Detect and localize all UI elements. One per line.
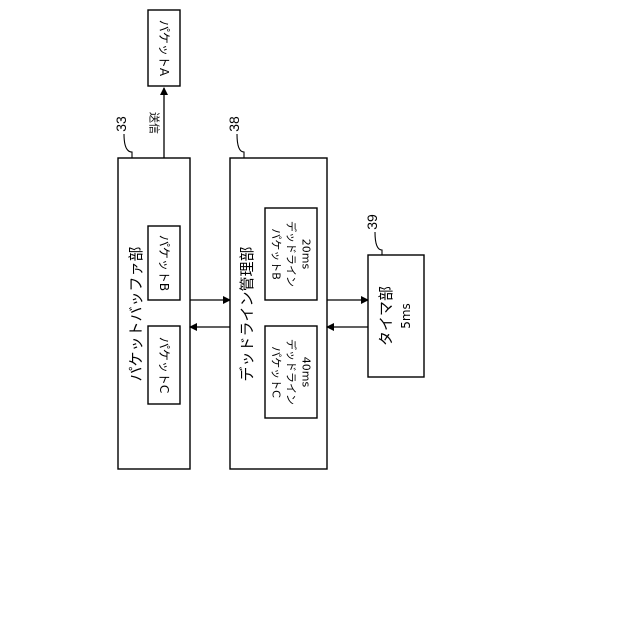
deadline-entry-b-value: 20ms	[300, 239, 313, 270]
ref-39-leader	[375, 232, 382, 255]
deadline-entry-b-caption: デッドライン	[285, 221, 299, 287]
send-label: 送信	[148, 112, 162, 134]
packet-a-label: パケットA	[157, 20, 171, 77]
ref-33-leader	[124, 134, 132, 158]
ref-39: 39	[364, 214, 380, 230]
buffer-packet-c-label: パケットC	[157, 337, 171, 393]
ref-38-leader	[237, 134, 244, 158]
ref-33: 33	[113, 116, 129, 132]
buffer-packet-b-label: パケットB	[157, 235, 171, 291]
deadline-management-title: デッドライン管理部	[238, 246, 256, 381]
timer-value: 5ms	[399, 303, 413, 329]
timer-title: タイマ部	[377, 286, 395, 346]
ref-38: 38	[226, 116, 242, 132]
packet-buffer-title: パケットバッファ部	[127, 246, 145, 381]
deadline-entry-b-name: パケットB	[270, 228, 283, 280]
deadline-entry-c-value: 40ms	[300, 357, 313, 388]
deadline-entry-c-name: パケットC	[270, 346, 283, 398]
deadline-entry-c-caption: デッドライン	[285, 339, 299, 405]
